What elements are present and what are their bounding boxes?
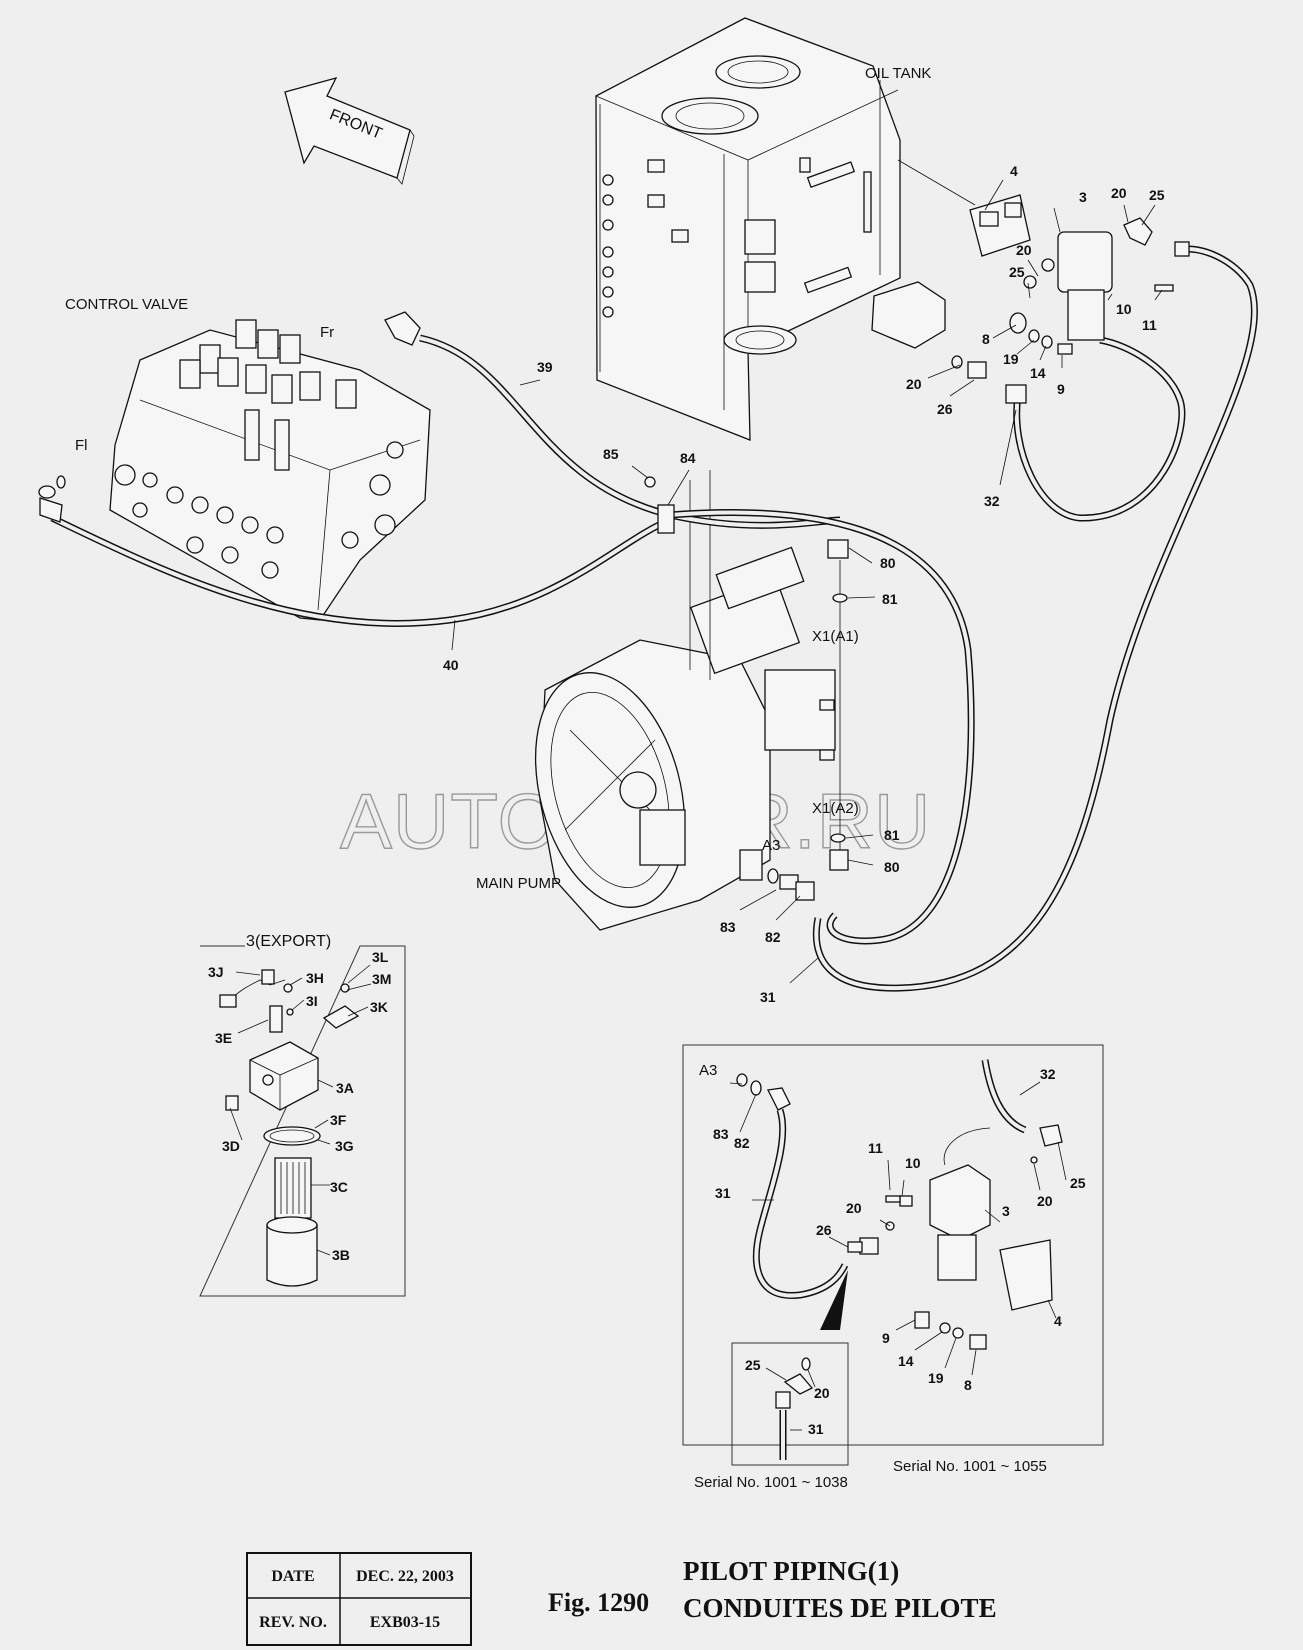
export-callout-3c: 3C xyxy=(330,1179,348,1195)
export-callout-3h: 3H xyxy=(306,970,324,986)
small-inset-callout-20: 20 xyxy=(814,1385,830,1401)
callout-39: 39 xyxy=(537,359,553,375)
serial-callout-83: 83 xyxy=(713,1126,729,1142)
callout-20: 20 xyxy=(906,376,922,392)
serial-callout-19: 19 xyxy=(928,1370,944,1386)
export-callout-3b: 3B xyxy=(332,1247,350,1263)
callout-25: 25 xyxy=(1009,264,1025,280)
serial-callout-20: 20 xyxy=(1037,1193,1053,1209)
export-callout-3d: 3D xyxy=(222,1138,240,1154)
rev-value: EXB03-15 xyxy=(370,1614,440,1631)
oil-tank-label: OIL TANK xyxy=(865,65,931,82)
serial-callout-11: 11 xyxy=(868,1140,883,1156)
serial-callout-14: 14 xyxy=(898,1353,914,1369)
control-valve: CONTROL VALVE Fr Fl xyxy=(65,296,431,621)
callout-20: 20 xyxy=(1111,185,1127,201)
serial-callout-3: 3 xyxy=(1002,1203,1010,1219)
main-fittings xyxy=(38,194,1190,901)
date-value: DEC. 22, 2003 xyxy=(356,1568,454,1585)
export-callout-3k: 3K xyxy=(370,999,388,1015)
export-callout-3f: 3F xyxy=(330,1112,347,1128)
x1a1-label: X1(A1) xyxy=(812,628,859,645)
callout-31: 31 xyxy=(760,989,776,1005)
control-valve-label: CONTROL VALVE xyxy=(65,296,188,313)
front-arrow: FRONT xyxy=(284,76,415,185)
small-inset-callout-25: 25 xyxy=(745,1357,761,1373)
serial-callout-9: 9 xyxy=(882,1330,890,1346)
serial-callout-31: 31 xyxy=(715,1185,731,1201)
title-block: DATE DEC. 22, 2003 REV. NO. EXB03-15 xyxy=(246,1552,472,1646)
inset-a3-label: A3 xyxy=(699,1062,717,1079)
callout-25: 25 xyxy=(1149,187,1165,203)
main-pump-label: MAIN PUMP xyxy=(476,875,561,892)
export-label: (EXPORT) xyxy=(255,933,331,950)
main-leader-lines xyxy=(451,179,1163,984)
small-inset-callout-31: 31 xyxy=(808,1421,824,1437)
callout-14: 14 xyxy=(1030,365,1046,381)
main-pump: MAIN PUMP X1(A1) X1(A2) A3 xyxy=(476,470,859,931)
serial-range-large: Serial No. 1001 ~ 1055 xyxy=(893,1458,1047,1475)
callout-26: 26 xyxy=(937,401,953,417)
serial-callout-82: 82 xyxy=(734,1135,750,1151)
valve-spools xyxy=(179,319,357,471)
figure-title-fr: CONDUITES DE PILOTE xyxy=(683,1593,997,1623)
export-leader-lines xyxy=(229,964,372,1256)
export-callout-3a: 3A xyxy=(336,1080,354,1096)
oil-tank: OIL TANK xyxy=(595,17,976,441)
callout-80: 80 xyxy=(884,859,900,875)
callout-81: 81 xyxy=(882,591,898,607)
small-inset-leader-lines xyxy=(765,1367,816,1431)
serial-range-small: Serial No. 1001 ~ 1038 xyxy=(694,1474,848,1491)
x1a2-label: X1(A2) xyxy=(812,800,859,817)
figure-title-en: PILOT PIPING(1) xyxy=(683,1556,899,1586)
serial-callout-4: 4 xyxy=(1054,1313,1062,1329)
export-callout-3e: 3E xyxy=(215,1030,232,1046)
fi-port-label: Fl xyxy=(75,437,88,454)
serial-callout-20: 20 xyxy=(846,1200,862,1216)
callout-4: 4 xyxy=(1010,163,1018,179)
serial-callout-25: 25 xyxy=(1070,1175,1086,1191)
callout-81: 81 xyxy=(884,827,900,843)
hoses xyxy=(50,245,1258,992)
callout-20: 20 xyxy=(1016,242,1032,258)
fr-port-label: Fr xyxy=(320,324,334,341)
callout-85: 85 xyxy=(603,446,619,462)
callout-9: 9 xyxy=(1057,381,1065,397)
main-callouts: 4 3 20 25 20 25 10 11 8 19 14 9 20 26 32… xyxy=(443,163,1165,1005)
export-superscript: 3 xyxy=(246,933,255,950)
callout-11: 11 xyxy=(1142,317,1157,333)
callout-10: 10 xyxy=(1116,301,1132,317)
serial-inset-small: 25 20 31 xyxy=(731,1342,849,1466)
callout-80: 80 xyxy=(880,555,896,571)
export-callout-3g: 3G xyxy=(335,1138,354,1154)
figure-caption: Fig. 1290 PILOT PIPING(1) CONDUITES DE P… xyxy=(548,1556,997,1623)
serial-callout-26: 26 xyxy=(816,1222,832,1238)
serial-callout-8: 8 xyxy=(964,1377,972,1393)
export-callout-3m: 3M xyxy=(372,971,391,987)
callout-19: 19 xyxy=(1003,351,1019,367)
export-callout-3i: 3I xyxy=(306,993,318,1009)
export-callout-3l: 3L xyxy=(372,949,389,965)
callout-32: 32 xyxy=(984,493,1000,509)
figure-number: Fig. 1290 xyxy=(548,1588,649,1617)
a3-label: A3 xyxy=(762,837,780,854)
callout-83: 83 xyxy=(720,919,736,935)
serial-inset-large: A3 83 82 xyxy=(682,1044,1104,1475)
rev-label: REV. NO. xyxy=(259,1614,327,1631)
serial-leader-lines xyxy=(729,1081,1067,1376)
serial-callout-32: 32 xyxy=(1040,1066,1056,1082)
callout-82: 82 xyxy=(765,929,781,945)
export-callout-3j: 3J xyxy=(208,964,224,980)
callout-8: 8 xyxy=(982,331,990,347)
serial-callout-10: 10 xyxy=(905,1155,921,1171)
export-inset: 3 (EXPORT) 3J 3H 3I 3L 3 xyxy=(199,933,406,1297)
callout-40: 40 xyxy=(443,657,459,673)
date-label: DATE xyxy=(271,1568,314,1585)
callout-84: 84 xyxy=(680,450,696,466)
callout-3: 3 xyxy=(1079,189,1087,205)
